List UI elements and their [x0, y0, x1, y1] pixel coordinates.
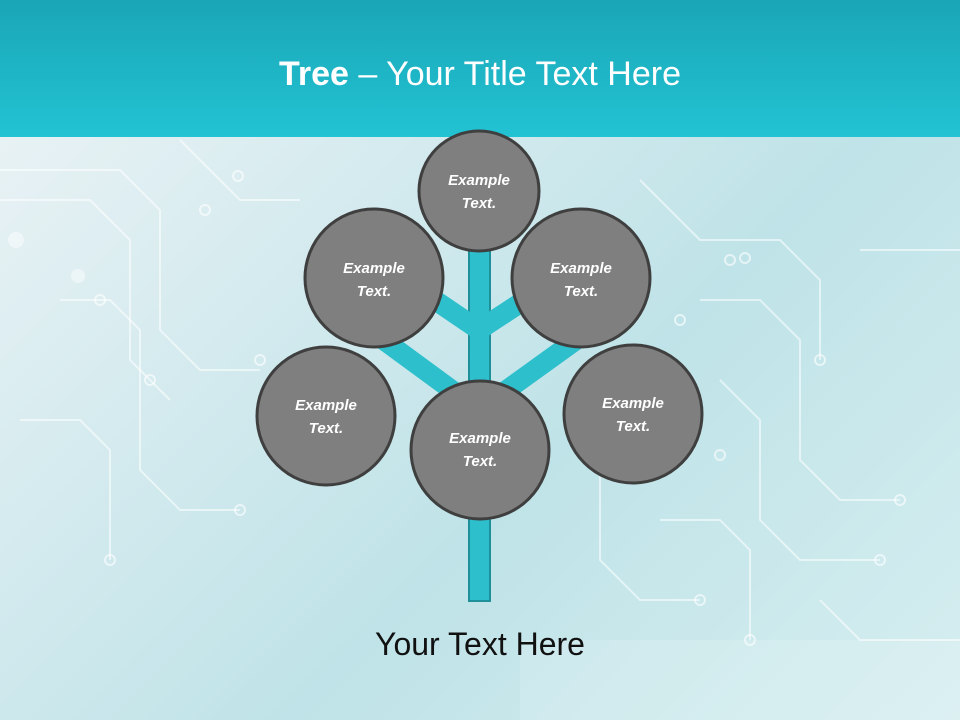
node-lower-left-line2: Text. — [309, 420, 343, 437]
header-bar — [0, 0, 960, 137]
caption-text: Your Text Here — [375, 626, 585, 662]
node-upper-left-line2: Text. — [357, 283, 391, 300]
node-upper-left-line1: Example — [343, 260, 405, 277]
node-lower-right-line1: Example — [602, 395, 664, 412]
tree-node-upper-right: Example Text. — [510, 207, 652, 349]
slide-title: Tree – Your Title Text Here — [0, 52, 960, 96]
title-bold: Tree — [279, 55, 349, 93]
node-upper-right-line2: Text. — [564, 283, 598, 300]
node-center-line1: Example — [449, 430, 511, 447]
node-top-line2: Text. — [462, 195, 496, 212]
node-top-line1: Example — [448, 172, 510, 189]
node-upper-right-line1: Example — [550, 260, 612, 277]
node-lower-left-line1: Example — [295, 397, 357, 414]
tree-node-upper-left: Example Text. — [303, 207, 445, 349]
node-lower-right-line2: Text. — [616, 418, 650, 435]
tree-node-top: Example Text. — [417, 129, 541, 253]
tree-node-lower-right: Example Text. — [562, 343, 704, 485]
tree-node-lower-left: Example Text. — [255, 345, 397, 487]
tree-node-center: Example Text. — [409, 379, 551, 521]
node-center-line2: Text. — [463, 453, 497, 470]
title-rest: – Your Title Text Here — [348, 55, 681, 93]
